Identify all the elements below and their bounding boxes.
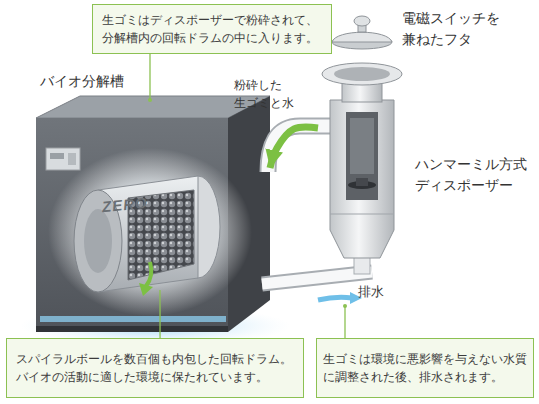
lid-knob — [354, 16, 370, 26]
leader-dot — [343, 304, 347, 308]
drum-glow — [48, 148, 252, 316]
disposer-opening — [334, 67, 390, 81]
hammer — [356, 178, 368, 186]
rotation-arrow — [146, 262, 151, 286]
control-panel — [46, 148, 80, 170]
callout-text: 生ゴミは環境に悪影響を与えない水質 に調整された後、排水されます。 — [323, 350, 529, 386]
leader-line — [149, 54, 150, 100]
part-heading: 電磁スイッチを 兼ねたフタ — [402, 8, 502, 50]
panel-button — [68, 153, 76, 165]
disposer-cutaway — [346, 112, 378, 200]
callout-box: 生ゴミはディスポーザーで粉砕されて、 分解槽内の回転ドラムの中に入ります。 — [92, 4, 332, 54]
callout-box: 生ゴミは環境に悪影響を与えない水質 に調整された後、排水されます。 — [316, 338, 534, 398]
part-heading: バイオ分解槽 — [40, 71, 124, 92]
disposer-band — [330, 214, 394, 215]
disposer-body — [330, 100, 394, 258]
inlet-pipe — [268, 126, 332, 172]
panel-display — [50, 153, 64, 159]
drum-logo: ZERO — [101, 192, 149, 219]
drain-arrow-head — [350, 292, 362, 304]
edge-label: 粉砕した 生ゴミと水 — [234, 76, 296, 112]
callout-box: スパイラルボールを数百個も内包した回転ドラム。 バイオの活動に適した環境に保たれ… — [6, 338, 304, 398]
callout-text: スパイラルボールを数百個も内包した回転ドラム。 バイオの活動に適した環境に保たれ… — [16, 350, 294, 386]
leader-line — [159, 290, 160, 338]
disposer: ハンマーミル方式 ディスポーザー — [318, 60, 408, 285]
leader-line — [344, 306, 345, 338]
bio-tank: バイオ分解槽ZERO — [36, 96, 270, 332]
disposer-outlet — [354, 256, 370, 274]
lid-dome — [332, 32, 392, 42]
edge-group — [160, 127, 318, 338]
part-heading: ハンマーミル方式 ディスポーザー — [415, 154, 529, 196]
rotation-arrow-head — [139, 283, 153, 296]
disposer-chamber — [350, 118, 374, 174]
lid-switch: 電磁スイッチを 兼ねたフタ — [330, 2, 530, 52]
flow-arrow — [270, 127, 318, 168]
part-label: 排水 — [358, 282, 384, 302]
drain-arrow — [318, 297, 352, 300]
machine-base — [36, 326, 228, 332]
leader-dot — [148, 98, 152, 102]
disposer-flange — [322, 63, 402, 85]
drum-hub — [84, 209, 112, 273]
rotating-drum: ZERO — [70, 178, 222, 290]
callout-text: 生ゴミはディスポーザーで粉砕されて、 分解槽内の回転ドラムの中に入ります。 — [102, 11, 320, 47]
base-light — [40, 316, 226, 322]
inlet-pipe-inner — [268, 126, 332, 172]
